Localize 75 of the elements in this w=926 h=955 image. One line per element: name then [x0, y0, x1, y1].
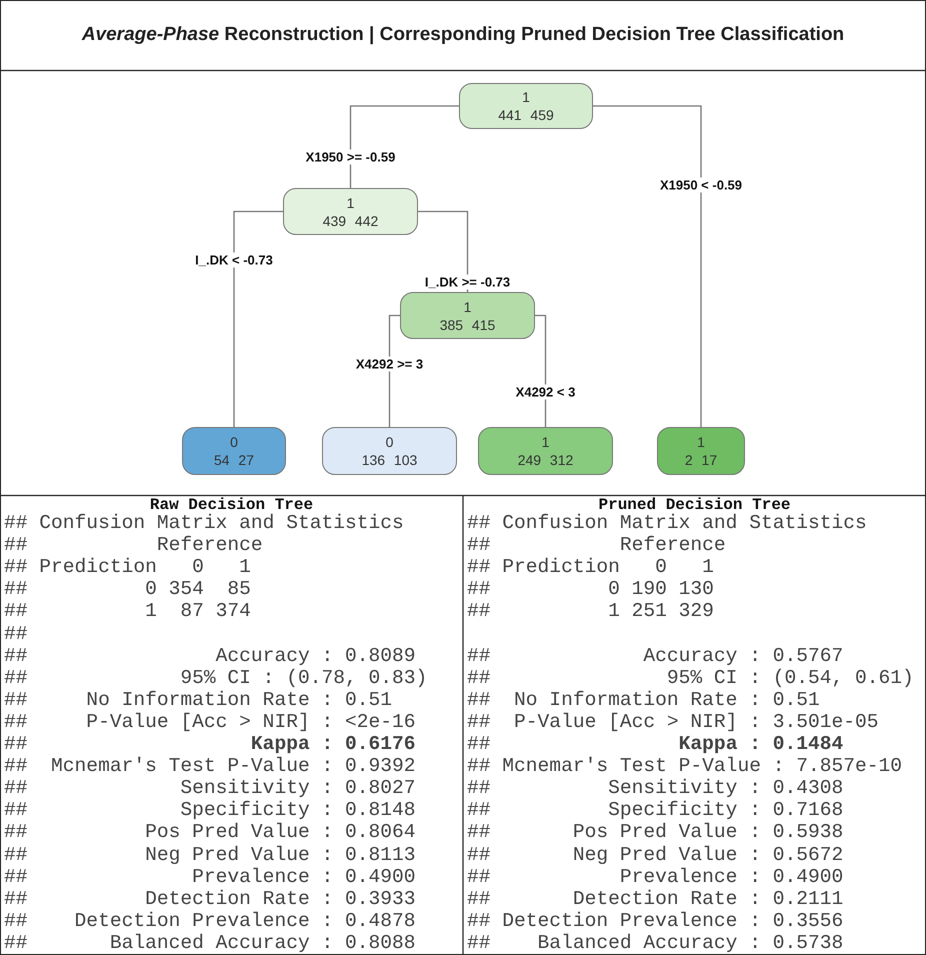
- edge-label: X1950 < -0.59: [658, 178, 744, 192]
- output-line: ## Accuracy : 0.8089: [4, 646, 416, 667]
- output-line: ## Detection Prevalence : 0.3556: [467, 910, 844, 932]
- output-line: ## 95% CI : (0.54, 0.61): [467, 668, 914, 689]
- output-line: ## Detection Rate : 0.2111: [467, 888, 844, 910]
- tree-node: [459, 83, 593, 129]
- output-line: ## Sensitivity : 0.4308: [467, 778, 844, 800]
- edge-label: X4292 >= 3: [354, 356, 426, 372]
- output-line: ## Confusion Matrix and Statistics: [4, 513, 404, 534]
- output-line: ## Prediction 0 1: [467, 557, 714, 578]
- output-line: ## Specificity : 0.8148: [4, 800, 416, 822]
- node-text: 2 17: [684, 451, 718, 469]
- tree-branch: [535, 314, 546, 427]
- tree-node: [400, 292, 535, 339]
- output-line: ## Neg Pred Value : 0.5672: [467, 844, 844, 866]
- edge-label: I_.DK >= -0.73: [422, 274, 512, 290]
- output-line: ## No Information Rate : 0.51: [467, 690, 820, 711]
- node-text: 385 415: [440, 316, 496, 334]
- node-text: 1: [346, 194, 354, 212]
- output-line: ## Detection Rate : 0.3933: [4, 888, 416, 910]
- node-text: 249 312: [518, 451, 574, 469]
- output-line: ## 0 190 130: [467, 579, 714, 600]
- tree-branch: [418, 210, 468, 292]
- output-line: ## Neg Pred Value : 0.8113: [4, 844, 416, 866]
- output-line: ## No Information Rate : 0.51: [4, 690, 392, 711]
- title: Average-Phase Reconstruction | Corresponding Pruned Decision Tree Classification: [80, 23, 846, 47]
- node-text: 441 459: [498, 106, 554, 124]
- output-line: ## Mcnemar's Test P-Value : 0.9392: [4, 756, 416, 778]
- output-line: ##: [4, 624, 28, 644]
- output-line: ## Balanced Accuracy : 0.5738: [467, 932, 844, 954]
- node-text: 1: [697, 433, 705, 451]
- node-text: 54 27: [214, 451, 254, 469]
- panel-heading: Raw Decision Tree: [148, 496, 314, 514]
- panel-heading: Pruned Decision Tree: [598, 496, 791, 514]
- output-line: ## Reference: [467, 535, 726, 556]
- tree-node: [478, 427, 613, 475]
- tree-node: [283, 188, 418, 235]
- tree-branch: [350, 105, 459, 188]
- edge-label: X4292 < 3: [514, 384, 578, 400]
- tree-branch: [593, 105, 702, 427]
- output-line: ## 95% CI : (0.78, 0.83): [4, 668, 428, 689]
- edge-label: X1950 >= -0.59: [304, 150, 398, 164]
- output-line: ## Mcnemar's Test P-Value : 7.857e-10: [467, 756, 902, 778]
- output-line: ## Detection Prevalence : 0.4878: [4, 910, 416, 932]
- output-line: ## Sensitivity : 0.8027: [4, 778, 416, 800]
- output-line: ## Balanced Accuracy : 0.8088: [4, 932, 416, 954]
- output-line: ## Confusion Matrix and Statistics: [467, 513, 867, 534]
- output-line: ## Pos Pred Value : 0.8064: [4, 822, 416, 844]
- node-text: 136 103: [362, 451, 418, 469]
- node-text: 1: [542, 433, 550, 451]
- output-line: ## P-Value [Acc > NIR] : 3.501e-05: [467, 712, 879, 733]
- node-text: 0: [386, 433, 394, 451]
- output-line: ## Reference: [4, 535, 263, 556]
- tree-branch: [233, 210, 283, 427]
- output-line: ## Accuracy : 0.5767: [467, 646, 844, 667]
- output-line: ## Prevalence : 0.4900: [467, 866, 844, 888]
- tree-node: [657, 427, 745, 475]
- output-line: ## Specificity : 0.7168: [467, 800, 844, 822]
- edge-label: I_.DK < -0.73: [193, 252, 275, 268]
- output-line: ## 1 87 374: [4, 601, 251, 622]
- output-line: ## 1 251 329: [467, 601, 714, 622]
- output-line: ## P-Value [Acc > NIR] : <2e-16: [4, 712, 416, 733]
- output-line: ## Prediction 0 1: [4, 557, 251, 578]
- tree-branch: [388, 314, 400, 427]
- tree-node: [322, 427, 457, 475]
- tree-node: [182, 427, 286, 475]
- node-text: 1: [464, 298, 472, 316]
- output-line: ## 0 354 85: [4, 579, 251, 600]
- node-text: 439 442: [322, 212, 378, 230]
- output-line: ## Pos Pred Value : 0.5938: [467, 822, 844, 844]
- node-text: 0: [230, 433, 238, 451]
- output-line: ## Kappa : 0.6176: [4, 734, 416, 755]
- node-text: 1: [522, 88, 530, 106]
- output-line: ## Kappa : 0.1484: [467, 734, 844, 755]
- output-line: ## Prevalence : 0.4900: [4, 866, 416, 888]
